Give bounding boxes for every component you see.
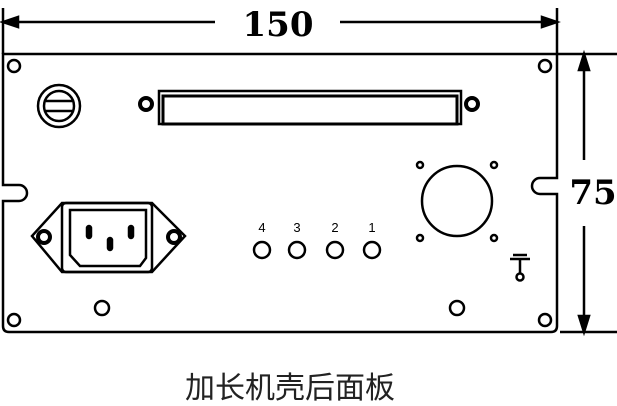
- width-dimension: 150: [0, 5, 561, 54]
- db-connector-slot: [138, 89, 480, 126]
- height-dimension: 75: [557, 49, 617, 337]
- screw-hole: [93, 299, 111, 317]
- indicator-label: 1: [368, 220, 375, 235]
- panel-outline: [1, 52, 559, 334]
- screw-hole: [448, 299, 466, 317]
- mount-hole: [537, 58, 553, 74]
- indicator-label: 4: [258, 220, 265, 235]
- caption: 加长机壳后面板: [185, 371, 395, 406]
- indicator-3: [287, 240, 307, 260]
- mount-hole: [6, 58, 22, 74]
- indicator-4: [252, 240, 272, 260]
- indicator-lights: 4 3 2 1: [252, 220, 382, 260]
- indicator-label: 2: [331, 220, 338, 235]
- indicator-label: 3: [293, 220, 300, 235]
- width-label: 150: [243, 5, 314, 45]
- round-connector: [415, 160, 499, 243]
- fuse-holder-icon: [36, 83, 82, 129]
- height-label: 75: [569, 173, 616, 213]
- ground-terminal-icon: [510, 253, 530, 282]
- indicator-1: [362, 240, 382, 260]
- iec-power-socket: [30, 201, 187, 274]
- mount-hole: [6, 312, 22, 328]
- mount-hole: [537, 312, 553, 328]
- indicator-2: [325, 240, 345, 260]
